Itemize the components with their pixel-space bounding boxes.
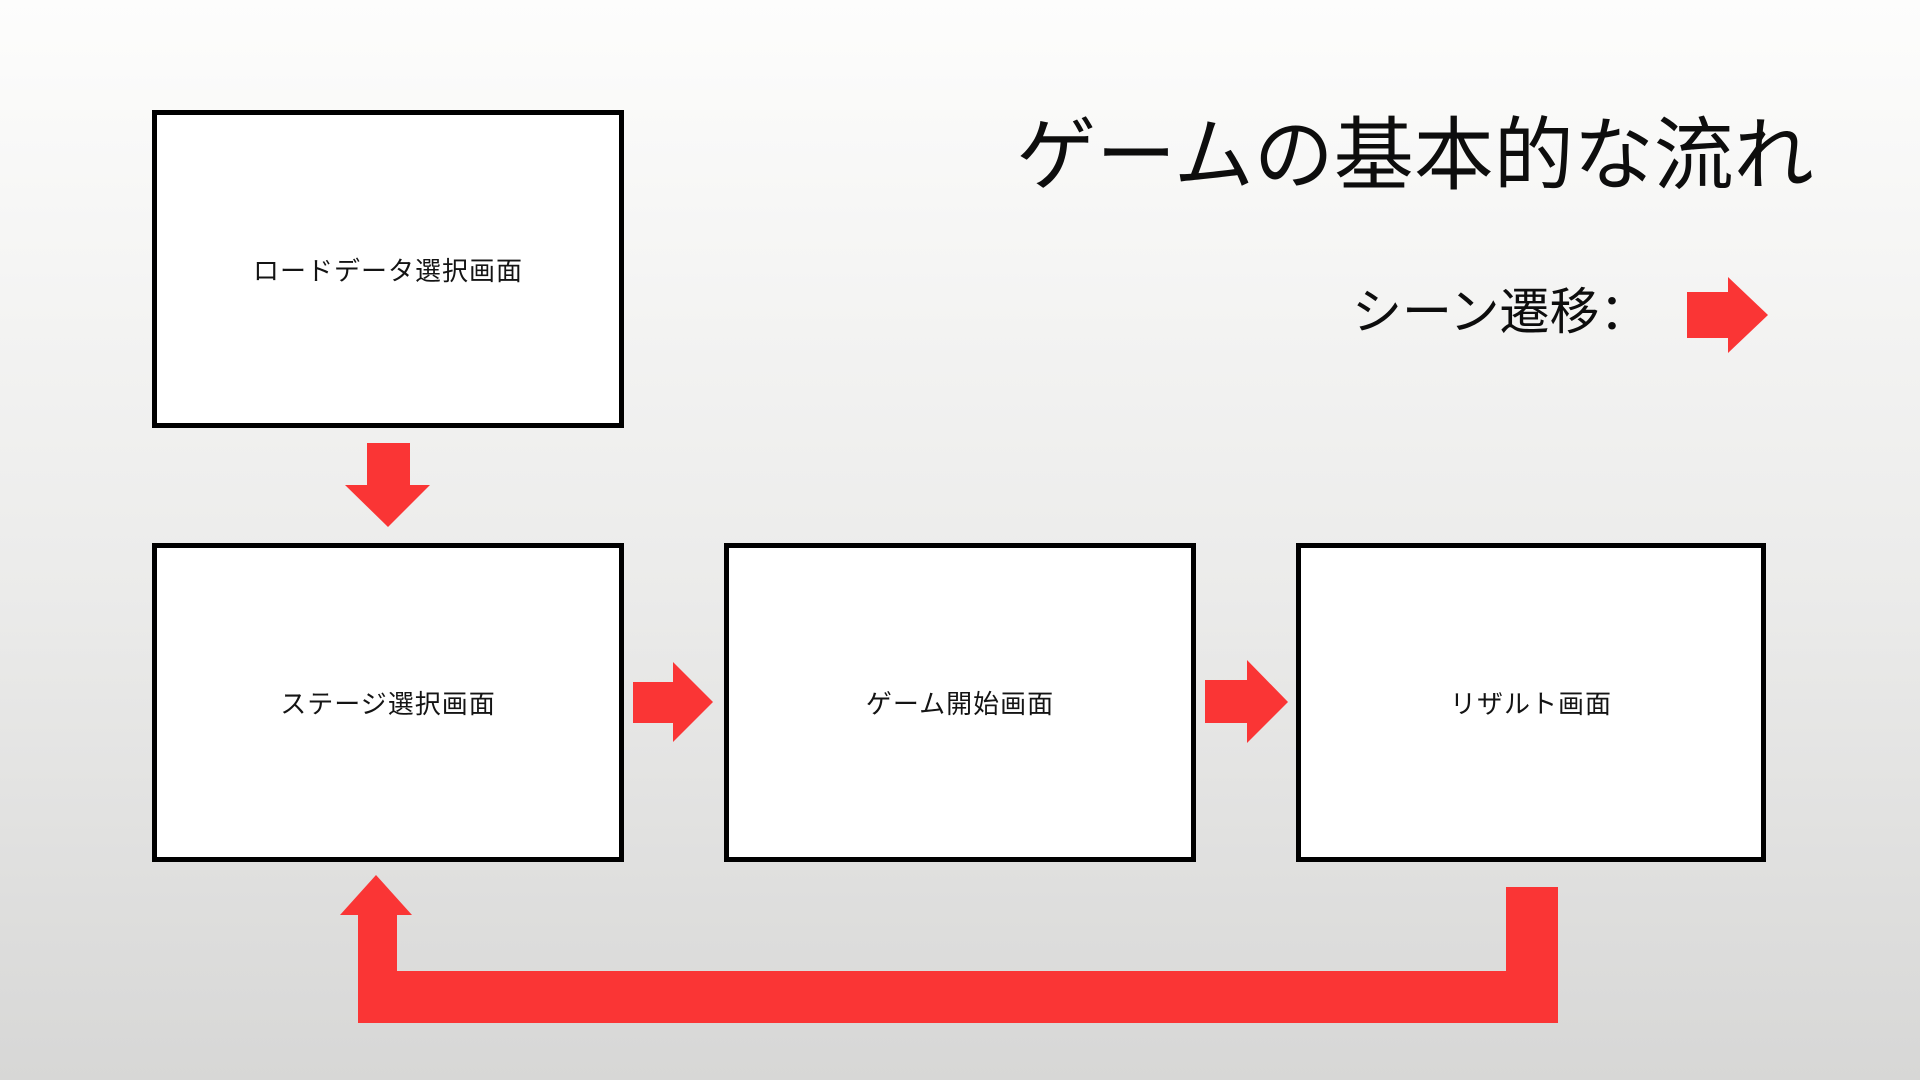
flow-box-result-screen: リザルト画面 bbox=[1296, 543, 1766, 862]
flow-box-load-data-select-screen: ロードデータ選択画面 bbox=[152, 110, 624, 428]
arrow-game-to-result-right-icon bbox=[1205, 660, 1288, 743]
flow-box-label: ロードデータ選択画面 bbox=[252, 256, 523, 287]
flow-box-label: リザルト画面 bbox=[1449, 690, 1612, 720]
legend-right-arrow-icon bbox=[1687, 277, 1768, 353]
arrow-result-to-stage-loop-icon bbox=[340, 875, 1558, 1023]
page-title: ゲームの基本的な流れ bbox=[1016, 109, 1814, 202]
arrow-load-to-stage-down-icon bbox=[345, 443, 430, 527]
flow-box-label: ステージ選択画面 bbox=[280, 690, 496, 720]
arrow-stage-to-game-right-icon bbox=[633, 662, 713, 742]
flow-box-game-start-screen: ゲーム開始画面 bbox=[724, 543, 1196, 862]
flow-box-label: ゲーム開始画面 bbox=[865, 690, 1055, 720]
legend-label: シーン遷移： bbox=[1352, 283, 1650, 341]
flow-box-stage-select-screen: ステージ選択画面 bbox=[152, 543, 624, 862]
